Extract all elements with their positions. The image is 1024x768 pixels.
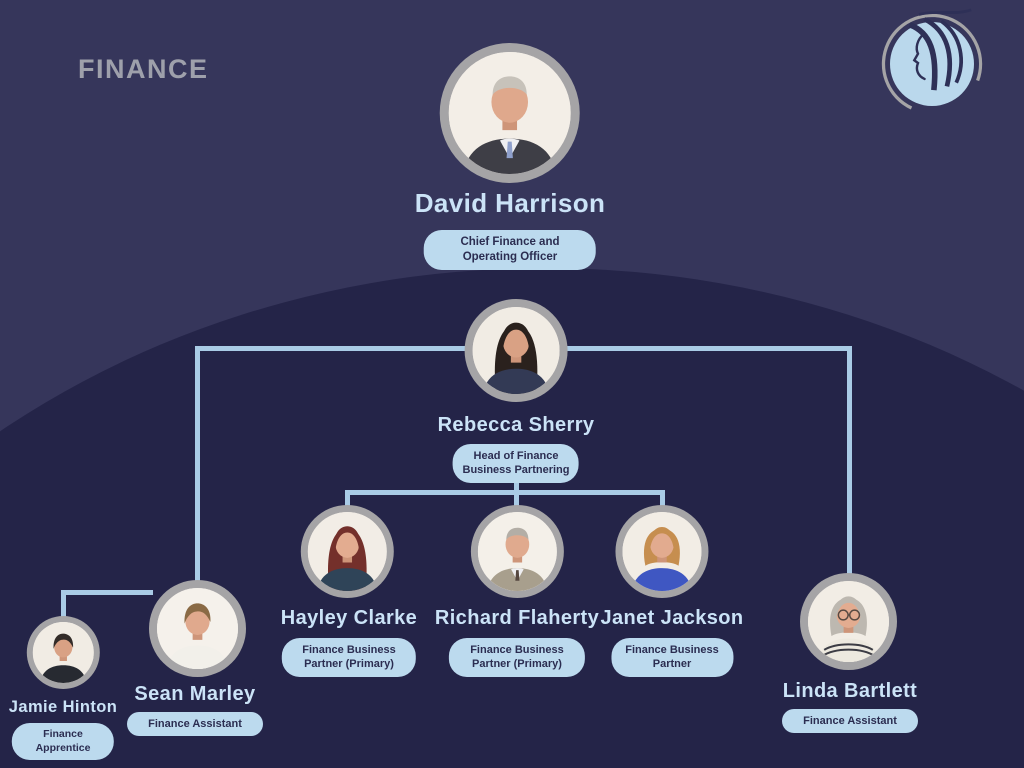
person-name-david: David Harrison: [414, 188, 606, 218]
avatar-photo-rebecca: [472, 306, 560, 394]
role-badge-rebecca: Head of Finance Business Partnering: [453, 443, 579, 483]
avatar-ring-janet: [615, 504, 709, 598]
person-text: Linda Bartlett Finance Assistant: [782, 670, 918, 734]
role-badge-sean: Finance Assistant: [127, 711, 263, 737]
avatar-photo-janet: [622, 511, 702, 591]
person-text: Sean Marley Finance Assistant: [127, 677, 263, 737]
line-richard-drop: [514, 490, 519, 510]
avatar-ring-rebecca: [464, 298, 568, 402]
line-janet-drop: [660, 490, 665, 510]
avatar-ring-richard: [470, 504, 564, 598]
role-badge-jamie: Finance Apprentice: [12, 722, 114, 761]
person-name-linda: Linda Bartlett: [782, 679, 918, 702]
person-name-sean: Sean Marley: [134, 682, 256, 705]
line-left-vertical: [195, 346, 200, 582]
person-node-david: David Harrison Chief Finance and Operati…: [415, 43, 606, 270]
line-mid-horizontal: [345, 490, 665, 495]
person-node-linda: Linda Bartlett Finance Assistant: [780, 572, 918, 734]
avatar-ring-linda: [799, 572, 897, 670]
person-name-jamie: Jamie Hinton: [8, 697, 118, 716]
line-right-vertical: [847, 346, 852, 575]
avatar-photo-linda: [807, 580, 889, 662]
role-badge-linda: Finance Assistant: [782, 708, 918, 734]
line-sean-jamie-branch: [61, 590, 153, 595]
organisation-logo-icon: [881, 8, 983, 115]
line-jamie-drop: [61, 590, 66, 620]
avatar-photo-richard: [477, 511, 557, 591]
person-name-richard: Richard Flaherty: [434, 606, 600, 629]
role-badge-david: Chief Finance and Operating Officer: [423, 229, 596, 270]
avatar-ring-sean: [148, 579, 246, 677]
role-badge-hayley: Finance Business Partner (Primary): [282, 637, 416, 677]
person-node-jamie: Jamie Hinton Finance Apprentice: [9, 615, 117, 761]
person-text: Rebecca Sherry Head of Finance Business …: [438, 402, 595, 483]
person-node-richard: Richard Flaherty Finance Business Partne…: [435, 504, 599, 677]
person-name-hayley: Hayley Clarke: [280, 606, 418, 629]
role-badge-janet: Finance Business Partner: [611, 637, 733, 677]
person-name-rebecca: Rebecca Sherry: [437, 413, 595, 436]
person-node-rebecca: Rebecca Sherry Head of Finance Business …: [438, 298, 595, 483]
person-node-sean: Sean Marley Finance Assistant: [127, 579, 265, 737]
person-node-hayley: Hayley Clarke Finance Business Partner (…: [279, 504, 417, 677]
avatar-photo-jamie: [32, 621, 94, 683]
page-title: FINANCE: [78, 54, 209, 84]
person-text: Hayley Clarke Finance Business Partner (…: [281, 598, 417, 677]
avatar-ring-jamie: [26, 615, 100, 689]
avatar-ring-david: [439, 43, 580, 183]
role-badge-richard: Finance Business Partner (Primary): [448, 637, 585, 677]
avatar-photo-sean: [156, 587, 238, 669]
person-text: Richard Flaherty Finance Business Partne…: [435, 598, 599, 677]
person-text: Janet Jackson Finance Business Partner: [600, 598, 743, 677]
person-node-janet: Janet Jackson Finance Business Partner: [590, 504, 743, 677]
avatar-photo-david: [448, 52, 571, 174]
avatar-ring-hayley: [300, 504, 394, 598]
avatar-photo-hayley: [307, 511, 387, 591]
person-text: Jamie Hinton Finance Apprentice: [9, 689, 117, 761]
person-name-janet: Janet Jackson: [600, 606, 744, 629]
person-text: David Harrison Chief Finance and Operati…: [415, 183, 606, 270]
line-rebecca-drop: [514, 480, 519, 494]
line-hayley-drop: [345, 490, 350, 510]
